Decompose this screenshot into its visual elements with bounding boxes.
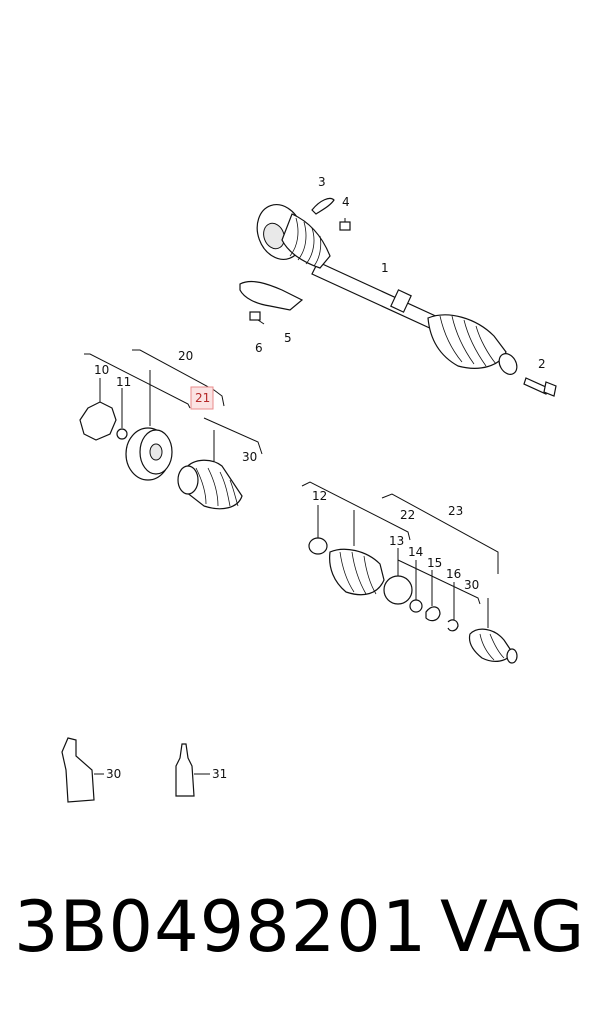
callout-30-outer: 30 xyxy=(242,450,257,464)
callout-11: 11 xyxy=(116,375,131,389)
inner-boot xyxy=(329,548,385,596)
inner-joint-23 xyxy=(468,628,518,664)
callout-1: 1 xyxy=(381,261,389,275)
callout-20: 20 xyxy=(178,349,193,363)
callout-30-inner: 30 xyxy=(464,578,479,592)
gasket-10 xyxy=(79,401,117,441)
callout-5: 5 xyxy=(284,331,292,345)
cv-joint-20 xyxy=(125,427,173,481)
callout-22: 22 xyxy=(400,508,415,522)
callout-14: 14 xyxy=(408,545,423,559)
callout-12: 12 xyxy=(312,489,327,503)
drive-shaft xyxy=(256,204,518,375)
callout-21: 21 xyxy=(195,391,210,405)
grease-tube-30 xyxy=(61,737,104,803)
part-number: 3B0498201 xyxy=(14,886,428,968)
circlip-16 xyxy=(447,619,459,632)
callout-30-tube: 30 xyxy=(106,767,121,781)
circlip-11 xyxy=(116,428,128,440)
ring-13 xyxy=(383,575,413,605)
screw-6 xyxy=(249,311,265,325)
circlip-14 xyxy=(409,599,423,613)
bottle-31 xyxy=(175,743,210,797)
callout-2: 2 xyxy=(538,357,546,371)
outer-joint-group xyxy=(79,349,263,510)
screw-4 xyxy=(339,218,351,231)
boot-21 xyxy=(177,459,243,510)
callout-31: 31 xyxy=(212,767,227,781)
callout-4: 4 xyxy=(342,195,350,209)
callout-21-highlight xyxy=(190,386,214,410)
bolt-2 xyxy=(523,377,557,397)
heat-shield-5 xyxy=(239,280,304,311)
callout-3: 3 xyxy=(318,175,326,189)
callout-16: 16 xyxy=(446,567,461,581)
callout-labels: 3 4 1 2 5 6 20 10 11 21 30 12 23 22 13 1… xyxy=(94,175,546,781)
inner-joint-group xyxy=(301,481,518,664)
callout-10: 10 xyxy=(94,363,109,377)
brand-name: VAG xyxy=(440,886,585,968)
dish-spring-15 xyxy=(425,606,441,622)
callout-13: 13 xyxy=(389,534,404,548)
clamp-12 xyxy=(308,537,328,555)
callout-15: 15 xyxy=(427,556,442,570)
callout-6: 6 xyxy=(255,341,263,355)
callout-23: 23 xyxy=(448,504,463,518)
clip-3 xyxy=(311,197,335,215)
